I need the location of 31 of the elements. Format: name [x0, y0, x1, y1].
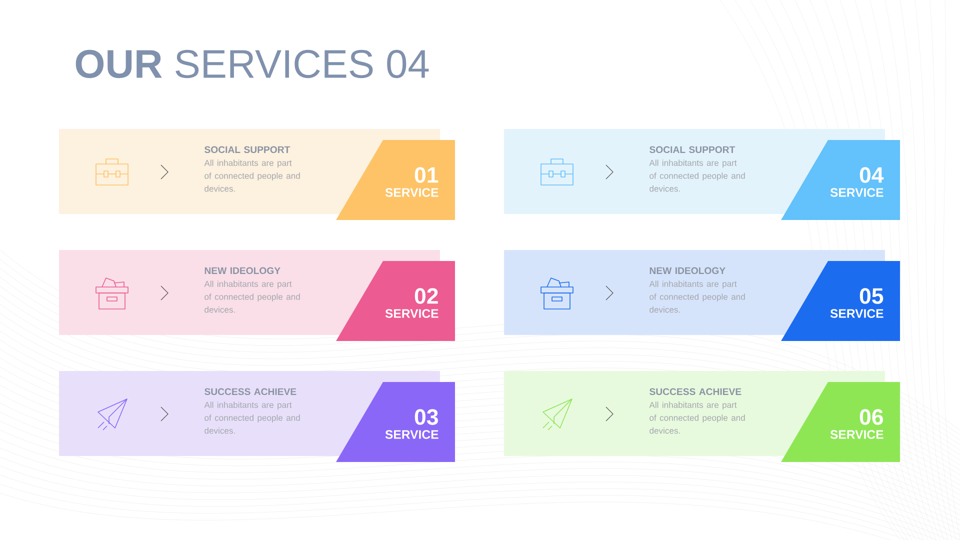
card-description: All inhabitants are part of connected people and devices. [204, 280, 300, 313]
card-heading: SOCIAL SUPPORT [204, 146, 290, 154]
service-badge [781, 382, 900, 462]
service-badge [781, 261, 900, 341]
badge-label: SERVICE [830, 430, 884, 439]
badge-label: SERVICE [385, 309, 438, 318]
card-description: All inhabitants are part of connected people and devices. [649, 160, 745, 192]
badge-number: 06 [860, 409, 883, 425]
badge-label: SERVICE [830, 309, 884, 318]
service-badge [336, 261, 455, 341]
card-description: All inhabitants are part of connected people and devices. [649, 280, 745, 313]
badge-label: SERVICE [385, 188, 438, 197]
badge-label: SERVICE [385, 430, 438, 439]
service-badge [781, 140, 900, 220]
card-description: All inhabitants are part of connected people and devices. [649, 402, 745, 434]
badge-number: 01 [414, 167, 438, 183]
badge-number: 05 [860, 288, 884, 304]
card-heading: SUCCESS ACHIEVE [650, 388, 742, 396]
card-description: All inhabitants are part of connected people and devices. [204, 160, 300, 192]
service-badge [336, 140, 455, 220]
card-heading: SUCCESS ACHIEVE [204, 388, 296, 396]
service-badge [336, 382, 455, 462]
card-heading: NEW IDEOLOGY [204, 267, 280, 274]
card-heading: SOCIAL SUPPORT [650, 146, 736, 154]
card-description: All inhabitants are part of connected people and devices. [204, 402, 300, 434]
badge-number: 03 [414, 409, 438, 425]
badge-number: 02 [414, 288, 438, 304]
title: OUR SERVICES 04 [76, 50, 429, 78]
badge-number: 04 [860, 167, 884, 183]
card-heading: NEW IDEOLOGY [650, 267, 726, 274]
badge-label: SERVICE [830, 188, 884, 197]
